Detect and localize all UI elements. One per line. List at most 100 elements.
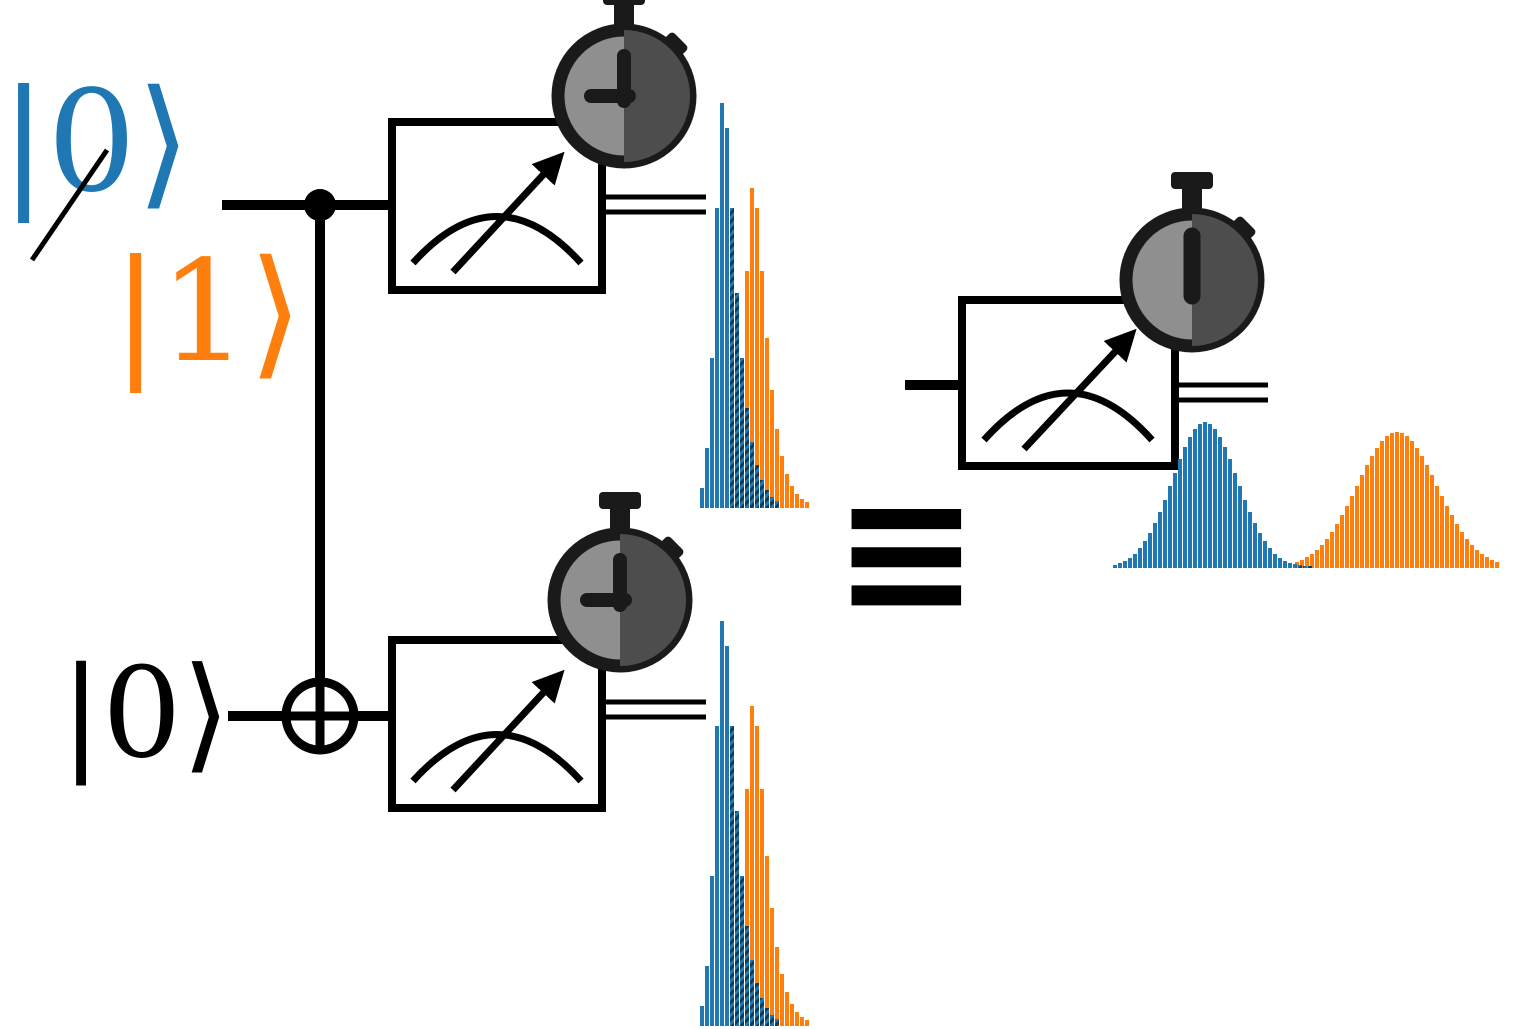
histogram-bar [1425,465,1429,568]
histogram-bar [1480,554,1484,568]
histogram-bar [1298,565,1302,568]
histogram-bar [700,1006,704,1026]
histogram-bar [1330,532,1334,568]
histogram-bar [760,480,764,508]
histogram-bar [775,1019,779,1026]
histogram-bar [1420,456,1424,568]
histogram-bar [715,726,719,1026]
histogram-bar [1223,447,1227,568]
histogram-bar [805,1020,809,1026]
measurement-meter-icon [450,151,565,275]
histogram-bar [730,726,734,1026]
histogram-bar [1310,554,1314,568]
histogram-bar [775,947,779,1026]
histogram-bar [1440,496,1444,568]
histogram-bar [1400,433,1404,568]
histogram-bar [1320,545,1324,568]
histogram-bar [1470,545,1474,568]
histogram-bar [1143,541,1147,568]
histogram-bar [1375,448,1379,568]
histogram-bar [700,488,704,508]
histogram-bar [1268,548,1272,568]
stopwatch-icon-bottom [554,492,686,666]
histogram-bar [1173,473,1177,568]
histogram-bar [780,456,784,508]
meter-arc [410,731,584,784]
histogram-bar [1335,524,1339,568]
histogram-bar [1253,523,1257,568]
histogram-bar [735,293,739,508]
histogram-bar [720,103,724,508]
histogram-bar [1198,424,1202,568]
histogram-bar [1188,437,1192,568]
histogram-bar [1465,539,1469,568]
histogram-bar [1365,465,1369,568]
histogram-bar [750,442,754,508]
histogram-bar [1153,523,1157,568]
measurement-meter-icon [1021,328,1137,452]
histogram-bar [755,465,759,508]
histogram-bar [1390,433,1394,568]
histogram-bar [1435,486,1439,568]
cnot-gate [281,189,359,755]
histogram-bar [1370,456,1374,568]
classical-wires [600,194,1268,720]
histogram-equivalent [1113,422,1499,568]
histogram-bar [1395,432,1399,568]
histogram-bar [1133,554,1137,568]
histogram-bar [725,128,729,508]
histogram-bar [725,646,729,1026]
histogram-bar [720,621,724,1026]
histogram-bar [1288,563,1292,568]
histogram-bar [1490,560,1494,568]
histogram-bar [785,474,789,508]
histogram-bar [1243,500,1247,568]
histogram-bar [1213,429,1217,568]
histogram-bar [745,789,749,1026]
histogram-bar [795,494,799,508]
histogram-bar [785,992,789,1026]
histogram-bar [1315,550,1319,568]
histogram-bar [755,726,759,1026]
histogram-bar [750,960,754,1026]
histogram-bar [705,448,709,508]
histogram-bar [745,271,749,508]
histogram-bar [1293,564,1297,568]
histogram-bar [1203,422,1207,568]
histogram-bar [1183,447,1187,568]
histogram-bar [1360,475,1364,568]
stopwatch-hands-short-time [580,553,632,612]
histogram-bar [745,408,749,508]
histogram-bar [1238,486,1242,568]
meter-box [388,118,606,294]
histogram-bar [1283,561,1287,568]
cnot-control-dot [304,189,336,221]
state-alternative-slash [29,148,110,262]
state-labels: |0⟩ |1⟩ |0⟩ [0,61,303,786]
histogram-bar [800,1017,804,1026]
histogram-bar [800,499,804,508]
histogram-bar [1300,560,1304,568]
histogram-bar [765,338,769,508]
histogram-bar [1158,512,1162,568]
histogram-bar [770,1015,774,1026]
histogram-bar [735,811,739,1026]
histogram-bar [1445,506,1449,568]
measurement-box-top [388,118,606,294]
meter-arc [410,213,584,266]
histogram-bar [1495,562,1499,568]
histogram-bar [710,876,714,1026]
histogram-bar [760,998,764,1026]
histogram-bar [1113,565,1117,568]
histogram-bar [1485,557,1489,568]
histogram-bar [1385,436,1389,568]
histogram-bar [1430,475,1434,568]
measurement-box-bottom [388,636,606,812]
histogram-bar [750,706,754,1026]
histogram-bottom [700,621,809,1026]
histogram-bar [1340,515,1344,568]
histogram-bar [1415,448,1419,568]
histogram-bar [1303,566,1307,568]
histogram-bar [770,390,774,508]
